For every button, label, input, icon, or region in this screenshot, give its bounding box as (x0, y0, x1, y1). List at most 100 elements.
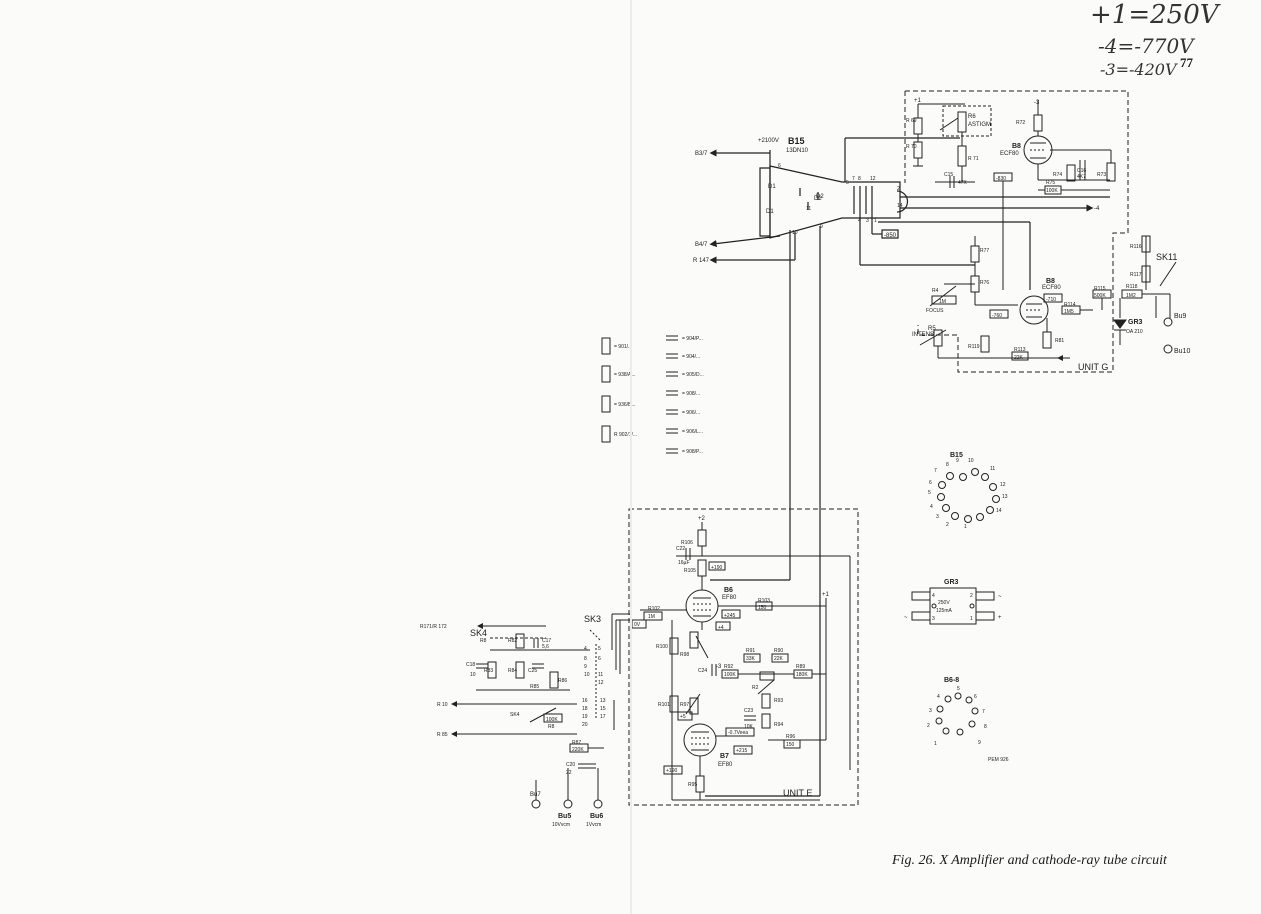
svg-text:1M2: 1M2 (1126, 293, 1136, 299)
svg-text:2: 2 (946, 522, 949, 528)
svg-text:R100: R100 (656, 644, 668, 650)
svg-text:4: 4 (584, 646, 587, 652)
page-fold (630, 0, 632, 914)
svg-text:6: 6 (974, 694, 977, 700)
crt-tube (705, 137, 1110, 797)
crt-conn-850: -850 (884, 233, 897, 239)
svg-text:+4: +4 (718, 625, 724, 631)
input-attenuator (451, 613, 630, 809)
svg-text:-3: -3 (1034, 100, 1040, 106)
svg-text:R8: R8 (548, 724, 555, 730)
svg-text:13: 13 (600, 698, 606, 704)
svg-text:R6: R6 (968, 114, 976, 120)
svg-text:R93: R93 (774, 698, 783, 704)
svg-text:10: 10 (792, 230, 798, 236)
svg-text:R102: R102 (648, 606, 660, 612)
svg-text:5: 5 (957, 686, 960, 692)
svg-text:OA 210: OA 210 (1126, 329, 1143, 335)
svg-text:R115: R115 (1094, 286, 1106, 292)
svg-text:12: 12 (870, 176, 876, 182)
svg-text:3: 3 (929, 708, 932, 714)
svg-text:R101: R101 (658, 702, 670, 708)
svg-text:100K: 100K (724, 672, 736, 678)
svg-text:R87: R87 (572, 740, 581, 746)
svg-text:-0.7Veea: -0.7Veea (728, 730, 748, 736)
b8-top-type: ECF80 (1000, 151, 1019, 157)
svg-text:R 902/1/...: R 902/1/... (614, 432, 637, 438)
svg-text:R113: R113 (1014, 347, 1026, 353)
svg-text:R171/R 172: R171/R 172 (420, 624, 447, 630)
unit-g-labels: UNIT G B8 ECF80 B8 ECF80 R 69 R 70 R 71 … (906, 98, 1190, 372)
crt-plate-4: D2 (816, 194, 824, 200)
svg-text:14: 14 (996, 508, 1002, 514)
svg-text:22K: 22K (774, 656, 784, 662)
b8-bottom-label: B8 (1046, 278, 1055, 285)
svg-text:4: 4 (937, 694, 940, 700)
bu6-label: Bu6 (590, 813, 603, 820)
svg-text:5,6: 5,6 (542, 644, 549, 650)
svg-text:180K: 180K (796, 672, 808, 678)
svg-text:9: 9 (820, 224, 823, 230)
crt-plate-1: D1 (768, 184, 776, 190)
crt-tube-label: B15 (788, 136, 805, 146)
svg-text:4: 4 (858, 218, 861, 224)
unit-g (904, 90, 1177, 373)
pinout-b15-labels: B15 1 2 3 4 5 6 7 8 9 10 11 12 13 14 (928, 452, 1008, 530)
svg-text:R117: R117 (1130, 272, 1142, 278)
svg-text:C24: C24 (698, 668, 707, 674)
svg-text:1: 1 (964, 524, 967, 530)
sk11-label: SK11 (1156, 252, 1177, 262)
svg-text:C18: C18 (466, 662, 475, 668)
svg-text:3: 3 (936, 514, 939, 520)
svg-text:R83: R83 (484, 668, 493, 674)
pem-code: PEM 926 (988, 757, 1009, 763)
svg-text:R74: R74 (1053, 172, 1062, 178)
svg-text:8: 8 (858, 176, 861, 182)
svg-text:+190: +190 (711, 565, 722, 571)
component-legend (601, 335, 678, 454)
unit-e-label: UNIT E (783, 788, 812, 798)
svg-text:SK4: SK4 (510, 712, 520, 718)
svg-text:16: 16 (582, 698, 588, 704)
svg-text:R105: R105 (684, 568, 696, 574)
svg-text:5: 5 (846, 180, 849, 186)
svg-text:B15: B15 (950, 452, 963, 459)
svg-text:= 906/...: = 906/... (682, 410, 700, 416)
focus-label: FOCUS (926, 308, 944, 314)
crt-supply: +2100V (758, 138, 779, 144)
svg-text:10Vvcm: 10Vvcm (552, 822, 570, 828)
svg-text:= 936/B...: = 936/B... (614, 402, 636, 408)
svg-text:C15: C15 (944, 172, 953, 178)
crt-conn-b4: B4/7 (695, 242, 708, 248)
b6-label: B6 (724, 587, 733, 594)
svg-text:= 905/D...: = 905/D... (682, 372, 704, 378)
svg-text:6: 6 (929, 480, 932, 486)
bu9-label: Bu9 (1174, 313, 1187, 320)
svg-text:R90: R90 (774, 648, 783, 654)
b8-bottom-type: ECF80 (1042, 285, 1061, 291)
svg-text:4K7: 4K7 (1077, 174, 1086, 180)
svg-text:= 908/...: = 908/... (682, 391, 700, 397)
svg-text:8: 8 (584, 656, 587, 662)
svg-text:11: 11 (598, 672, 603, 678)
svg-text:C20: C20 (566, 762, 575, 768)
svg-text:4: 4 (932, 593, 935, 599)
b7-type: EF80 (718, 762, 733, 768)
svg-text:R 69: R 69 (906, 118, 917, 124)
svg-text:10: 10 (968, 458, 974, 464)
svg-text:C16: C16 (1077, 168, 1086, 174)
svg-text:+1: +1 (914, 98, 922, 104)
handwritten-note-2: -4=-770V (1098, 34, 1194, 58)
svg-text:6: 6 (778, 163, 781, 169)
svg-text:22K: 22K (1014, 355, 1024, 361)
svg-text:5: 5 (928, 490, 931, 496)
svg-text:1M: 1M (648, 614, 655, 620)
svg-text:100K: 100K (546, 717, 558, 723)
svg-text:12: 12 (1000, 482, 1006, 488)
svg-text:R94: R94 (774, 722, 783, 728)
svg-text:9: 9 (978, 740, 981, 746)
svg-text:+: + (998, 615, 1002, 621)
handwritten-note-1: +1=250V (1090, 0, 1219, 30)
svg-text:R 85: R 85 (437, 732, 448, 738)
